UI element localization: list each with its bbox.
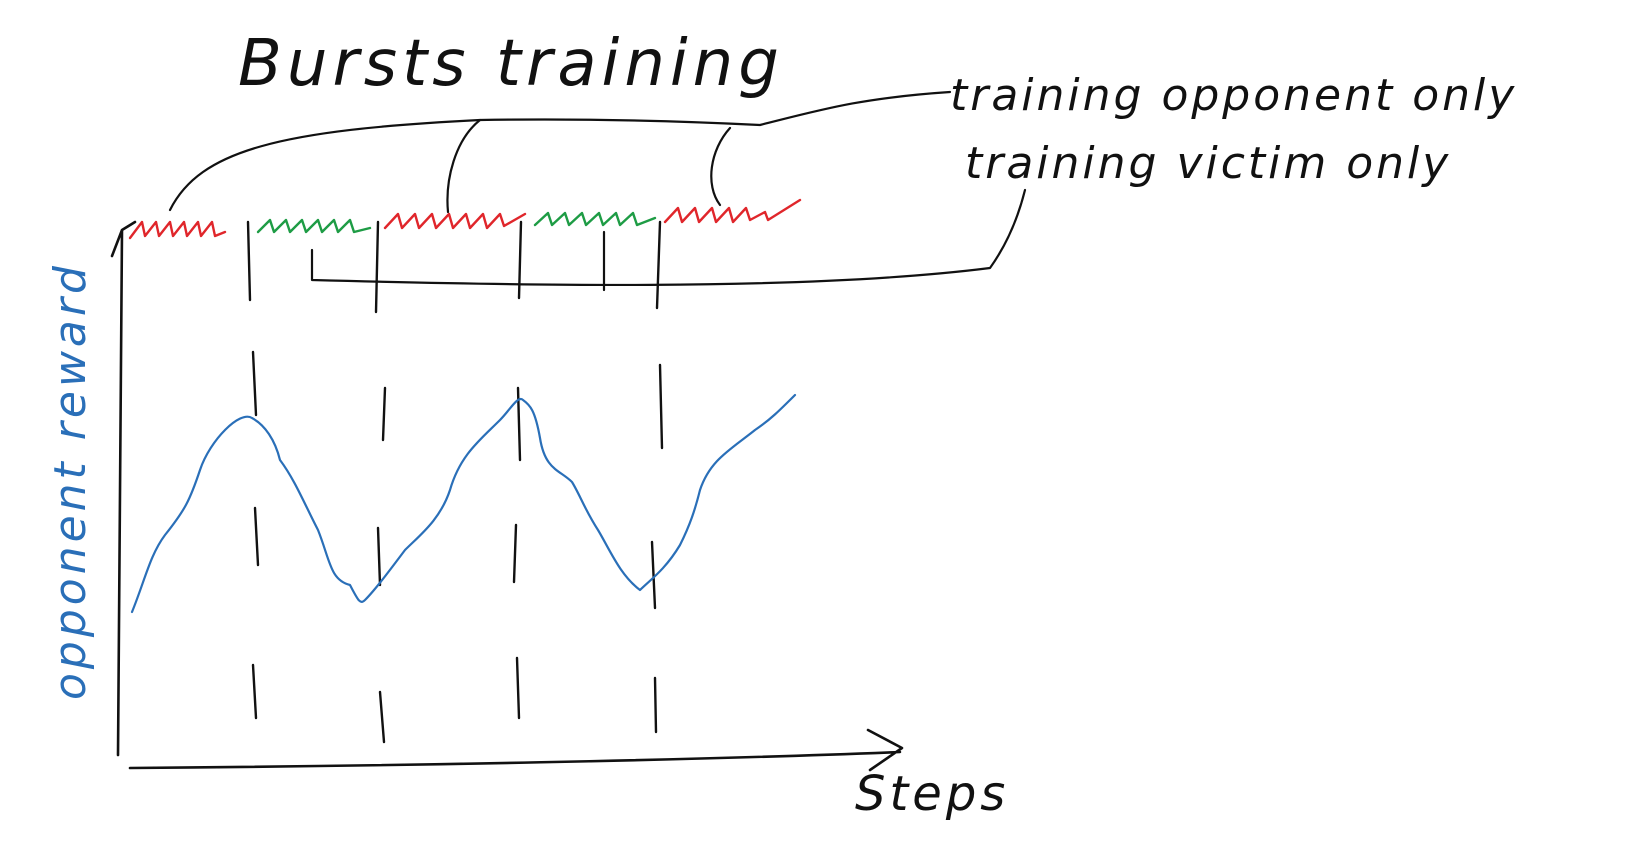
opponent-bracket xyxy=(168,90,952,212)
boundary-line-4 xyxy=(650,220,664,734)
opponent-bracket-tick-3 xyxy=(710,126,732,207)
diagram-title: Bursts training xyxy=(238,27,784,101)
y-axis xyxy=(110,220,137,757)
victim-bracket xyxy=(310,188,1027,287)
phase-burst-opponent-1 xyxy=(128,220,227,240)
legend-victim-label: training victim only xyxy=(965,138,1451,189)
phase-burst-victim-1 xyxy=(256,218,372,234)
boundary-line-2 xyxy=(374,220,387,744)
boundary-line-1 xyxy=(246,220,260,720)
phase-burst-opponent-3 xyxy=(663,198,802,224)
phase-boundaries xyxy=(246,220,664,744)
phase-burst-opponent-2 xyxy=(383,212,527,230)
y-axis-label: opponent reward xyxy=(45,262,96,700)
opponent-reward-curve xyxy=(130,393,797,614)
legend-opponent-label: training opponent only xyxy=(950,70,1517,121)
boundary-line-3 xyxy=(512,220,523,720)
phase-burst-victim-2 xyxy=(533,211,657,227)
opponent-bracket-tick-2 xyxy=(446,118,482,214)
x-axis xyxy=(128,728,904,772)
x-axis-label: Steps xyxy=(855,766,1009,822)
